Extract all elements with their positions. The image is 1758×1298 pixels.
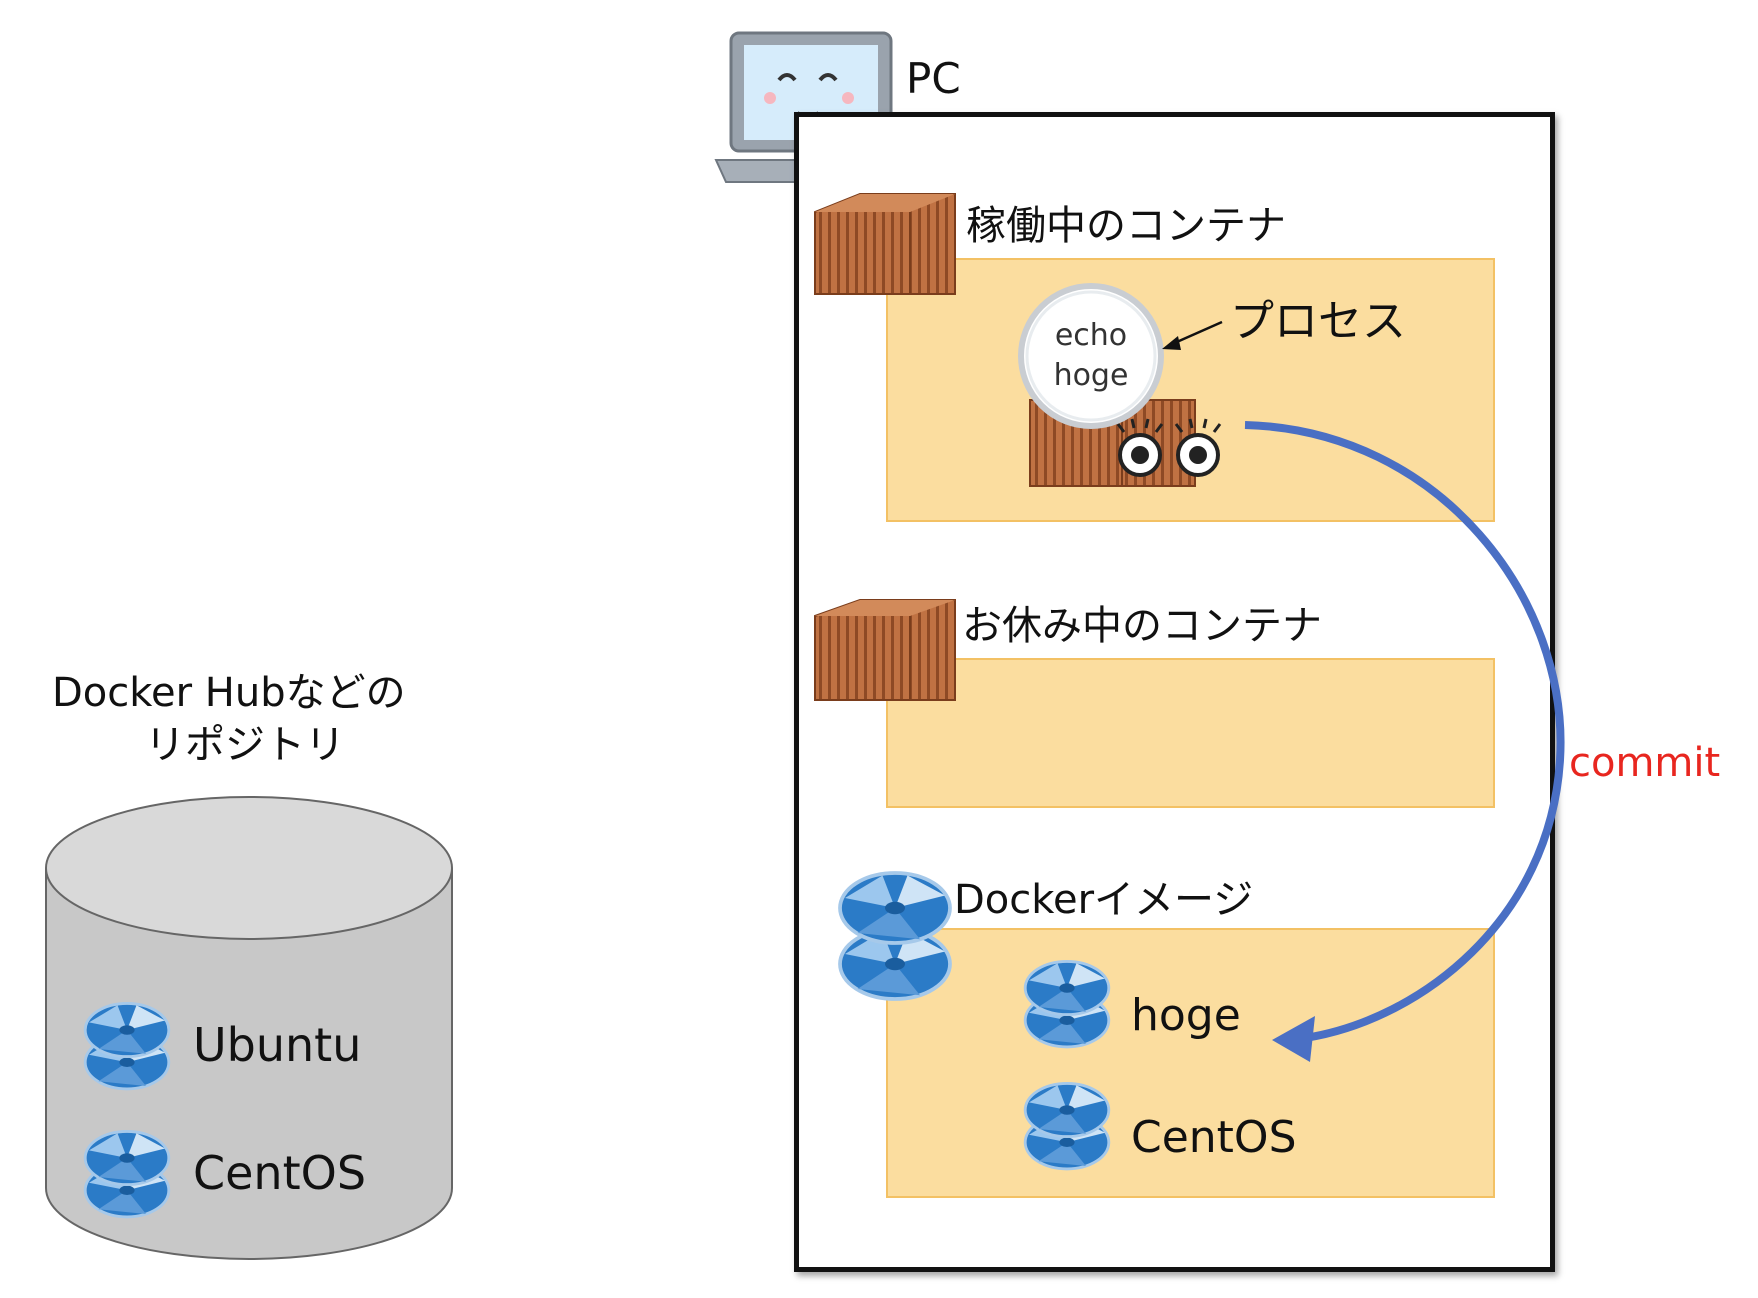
hoge-disc-icon (1023, 959, 1111, 1049)
running-containers-title: 稼働中のコンテナ (966, 203, 1286, 249)
stopped-container-icon (814, 599, 956, 701)
repository-title-line2: リポジトリ (145, 722, 345, 768)
docker-image-centos: CentOS (1131, 1112, 1297, 1163)
docker-images-panel (886, 928, 1495, 1198)
process-pointer-arrow (1162, 320, 1223, 350)
commit-arrow (1244, 421, 1565, 1062)
commit-label: commit (1569, 740, 1721, 786)
process-label: プロセス (1230, 296, 1406, 347)
centos-disc-icon (1023, 1081, 1111, 1171)
repo-image-ubuntu: Ubuntu (193, 1018, 362, 1072)
process-bubble: echo hoge (1018, 283, 1164, 429)
repository-title-line1: Docker Hubなどの (52, 670, 406, 716)
process-command-line2: hoge (1054, 358, 1129, 393)
docker-images-title: Dockerイメージ (954, 877, 1254, 923)
repo-image-centos: CentOS (193, 1146, 367, 1200)
container-eyes-icon (1116, 418, 1222, 477)
stopped-containers-title: お休み中のコンテナ (962, 603, 1322, 649)
process-command-line1: echo (1055, 318, 1127, 353)
docker-image-hoge: hoge (1131, 990, 1241, 1041)
pc-label: PC (906, 54, 961, 103)
docker-images-section-icon (838, 871, 952, 1001)
running-container-icon (814, 193, 956, 295)
stopped-containers-panel (886, 658, 1495, 808)
